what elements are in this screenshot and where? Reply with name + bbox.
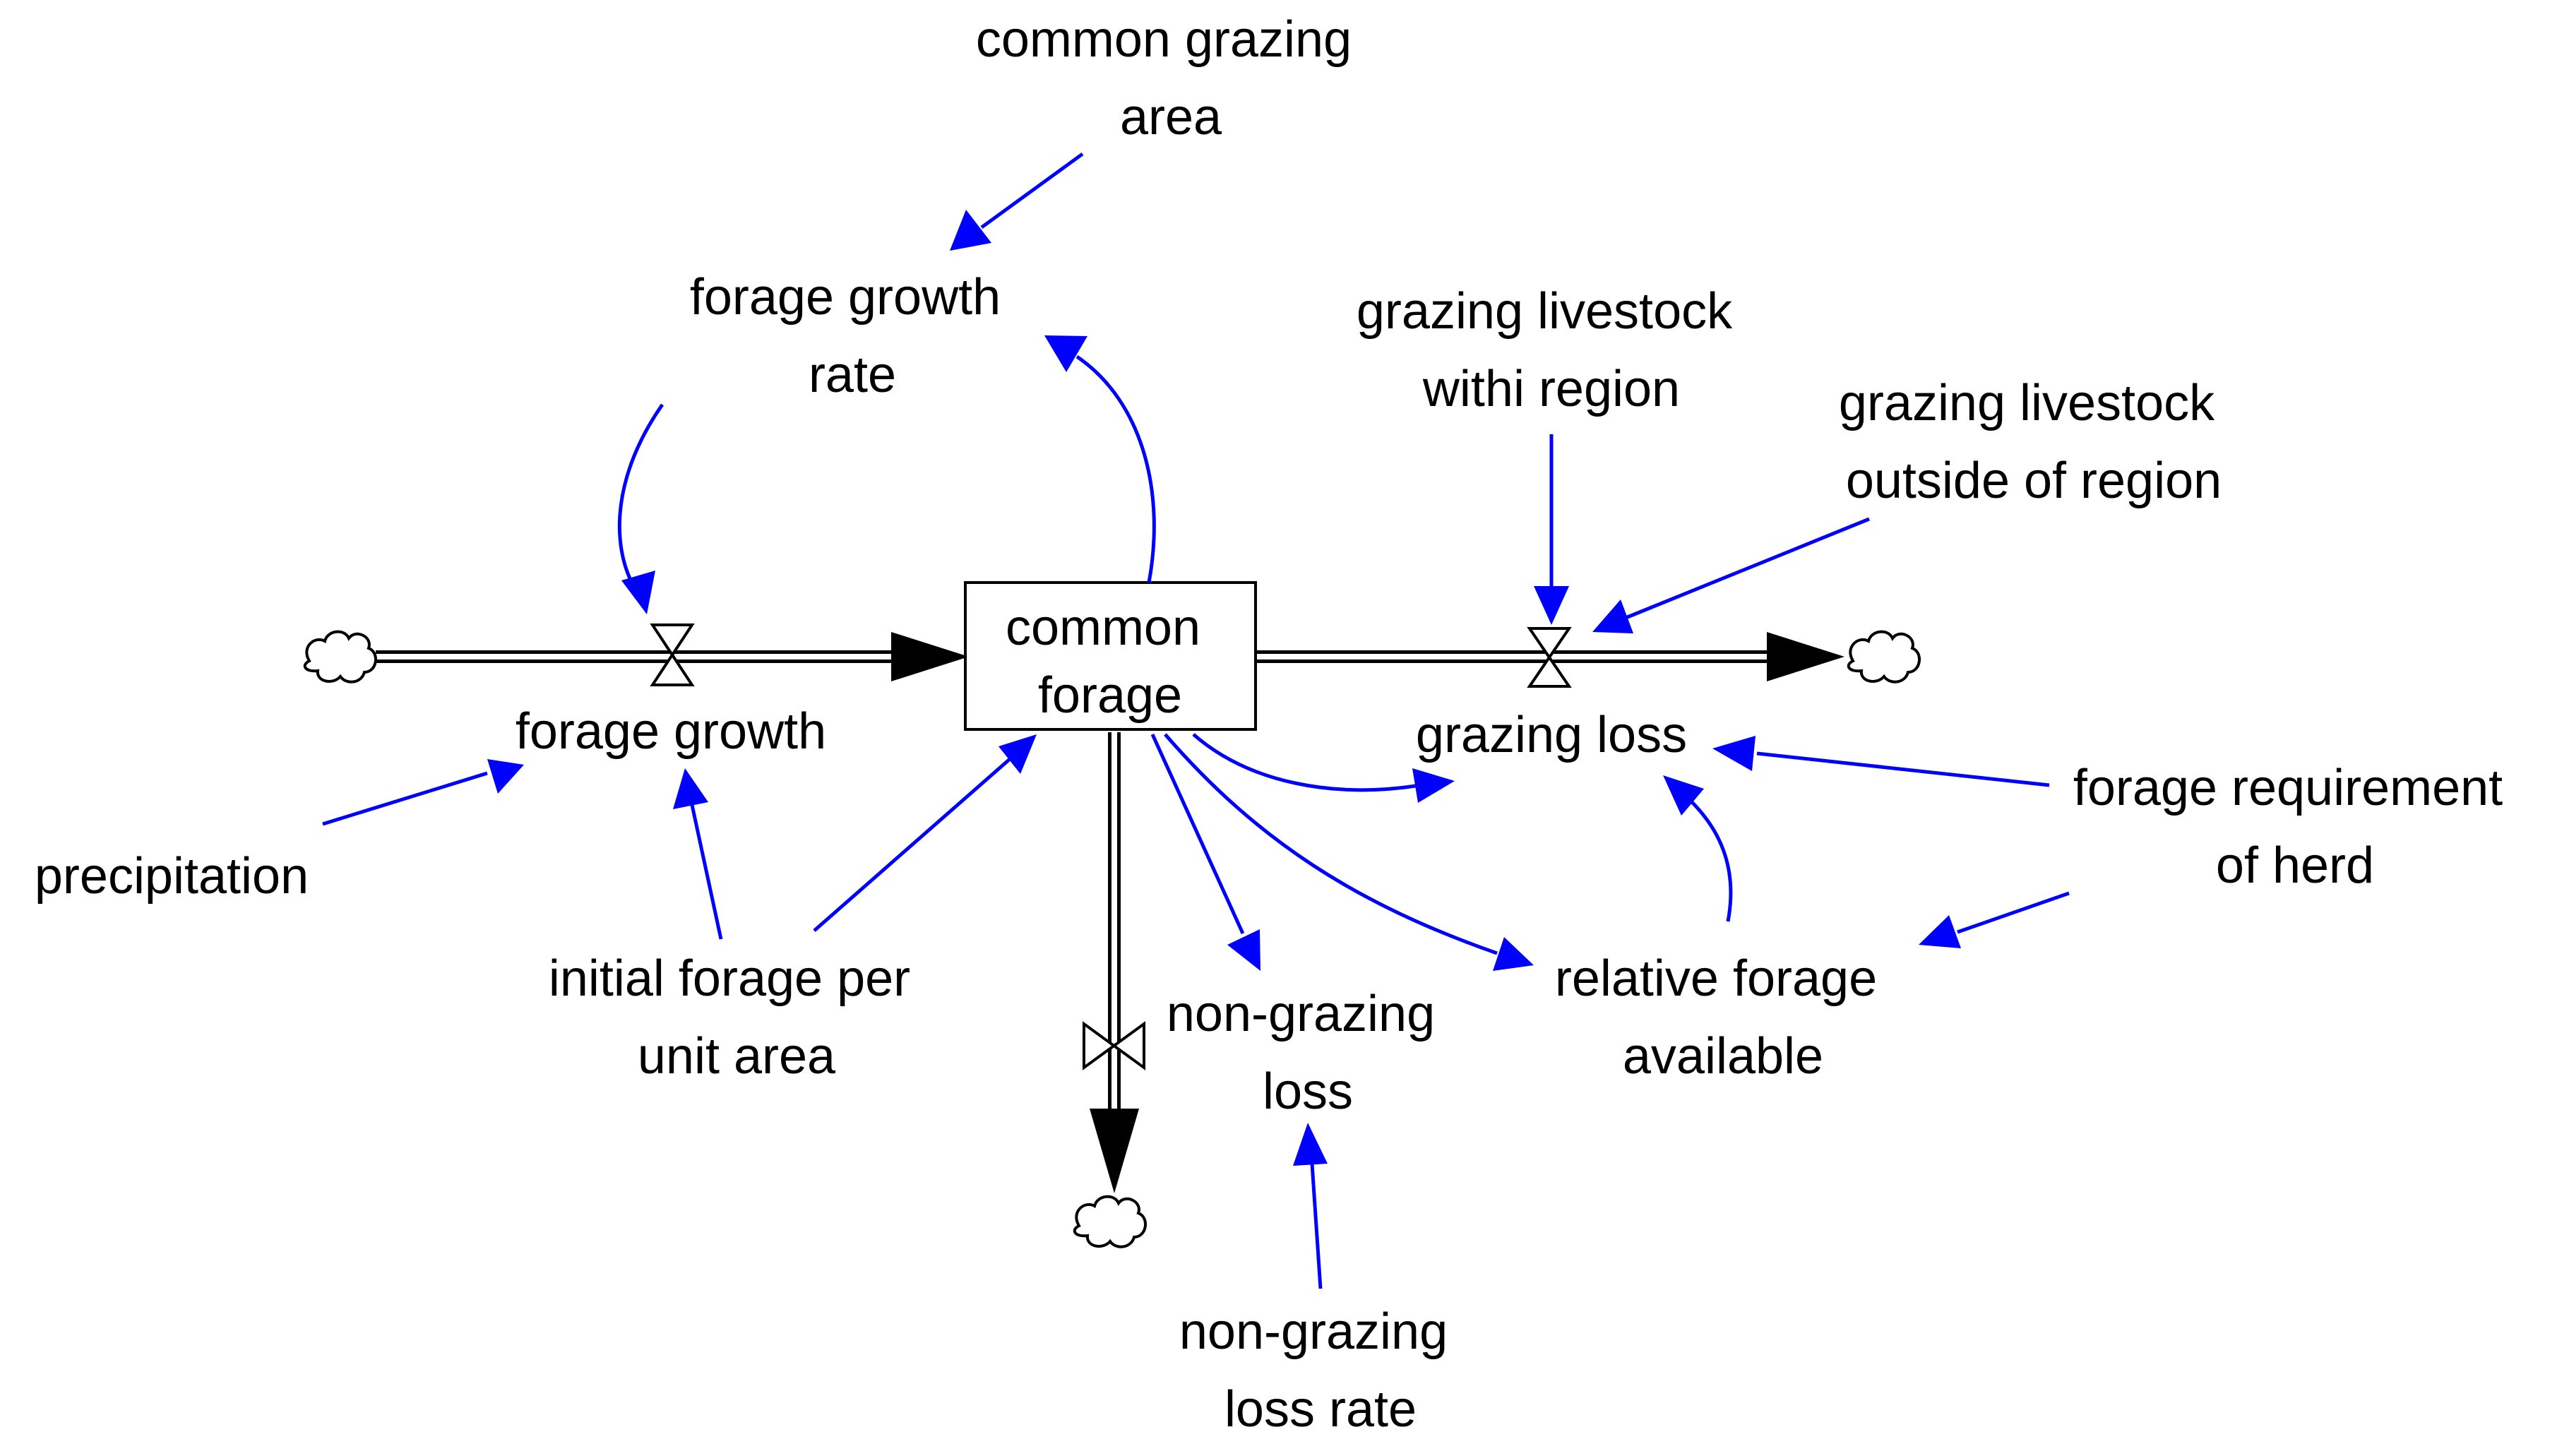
valve-icon [1527, 627, 1572, 688]
label-grazing-loss: grazing loss [1416, 707, 1687, 763]
grazing-loss-flow-arrowhead [1767, 632, 1844, 681]
label-non-grazing-loss-rate: non-grazing loss rate [1179, 1303, 1462, 1438]
label-relative-forage: relative forage available [1555, 950, 1891, 1085]
label-non-grazing-loss: non-grazing loss [1167, 986, 1449, 1120]
flow-pipes [376, 650, 1780, 1144]
stock-box [964, 581, 1257, 731]
label-forage-growth: forage growth [515, 703, 826, 760]
label-common-grazing-area: common grazing area [976, 11, 1366, 145]
cloud-icon [1073, 1195, 1148, 1248]
causal-links [322, 152, 2070, 1289]
valve-icon [1083, 1021, 1145, 1070]
non-grazing-loss-flow-arrowhead [1090, 1109, 1139, 1193]
label-grazing-livestock-outside: grazing livestock outside of region [1839, 375, 2229, 509]
label-initial-forage: initial forage per unit area [549, 950, 924, 1085]
cloud-icon [1847, 630, 1921, 684]
label-forage-requirement: forage requirement of herd [2073, 760, 2517, 894]
forage-growth-flow-arrowhead [891, 632, 969, 681]
cloud-icon [303, 630, 378, 684]
label-precipitation: precipitation [35, 848, 309, 905]
stock-label-common-forage: common forage [1006, 599, 1215, 724]
label-forage-growth-rate: forage growth rate [690, 269, 1015, 403]
valve-icon [650, 623, 695, 686]
label-grazing-livestock-within: grazing livestock withi region [1357, 283, 1746, 417]
